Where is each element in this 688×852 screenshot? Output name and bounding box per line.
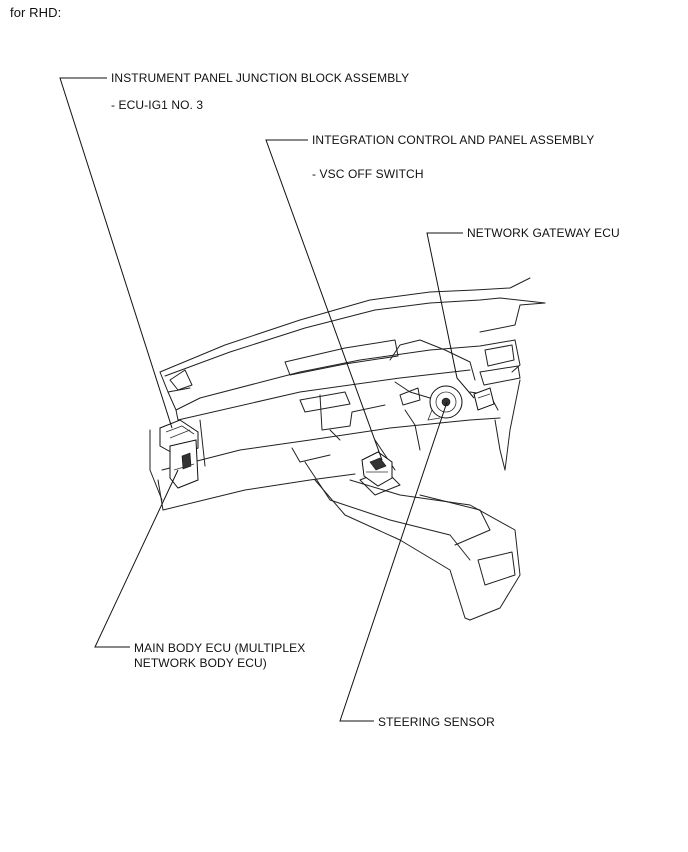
vsc-switch-part [361, 451, 393, 487]
callout-network-gateway: NETWORK GATEWAY ECU [467, 226, 620, 240]
network-gateway-part [473, 387, 495, 411]
callout-integration-control-title: INTEGRATION CONTROL AND PANEL ASSEMBLY [312, 133, 595, 147]
leader-lines [59, 77, 475, 722]
steering-sensor-part [427, 385, 463, 421]
callout-main-body-ecu-line2: NETWORK BODY ECU) [134, 656, 267, 670]
leader-network-gateway [426, 232, 475, 399]
callout-steering-sensor: STEERING SENSOR [378, 715, 495, 729]
diagram-header: for RHD: [10, 5, 62, 20]
leader-steering-sensor [339, 401, 448, 722]
junction-block-part [159, 419, 199, 489]
leader-junction-block [59, 77, 173, 429]
callout-main-body-ecu-line1: MAIN BODY ECU (MULTIPLEX [134, 641, 306, 655]
callout-junction-block-title: INSTRUMENT PANEL JUNCTION BLOCK ASSEMBLY [111, 71, 410, 85]
leader-main-body-ecu [94, 469, 179, 648]
callout-junction-block-sub: - ECU-IG1 NO. 3 [111, 98, 204, 112]
leader-integration-control [265, 139, 383, 461]
callout-integration-control-sub: - VSC OFF SWITCH [312, 167, 424, 181]
dashboard-outline [149, 277, 546, 621]
